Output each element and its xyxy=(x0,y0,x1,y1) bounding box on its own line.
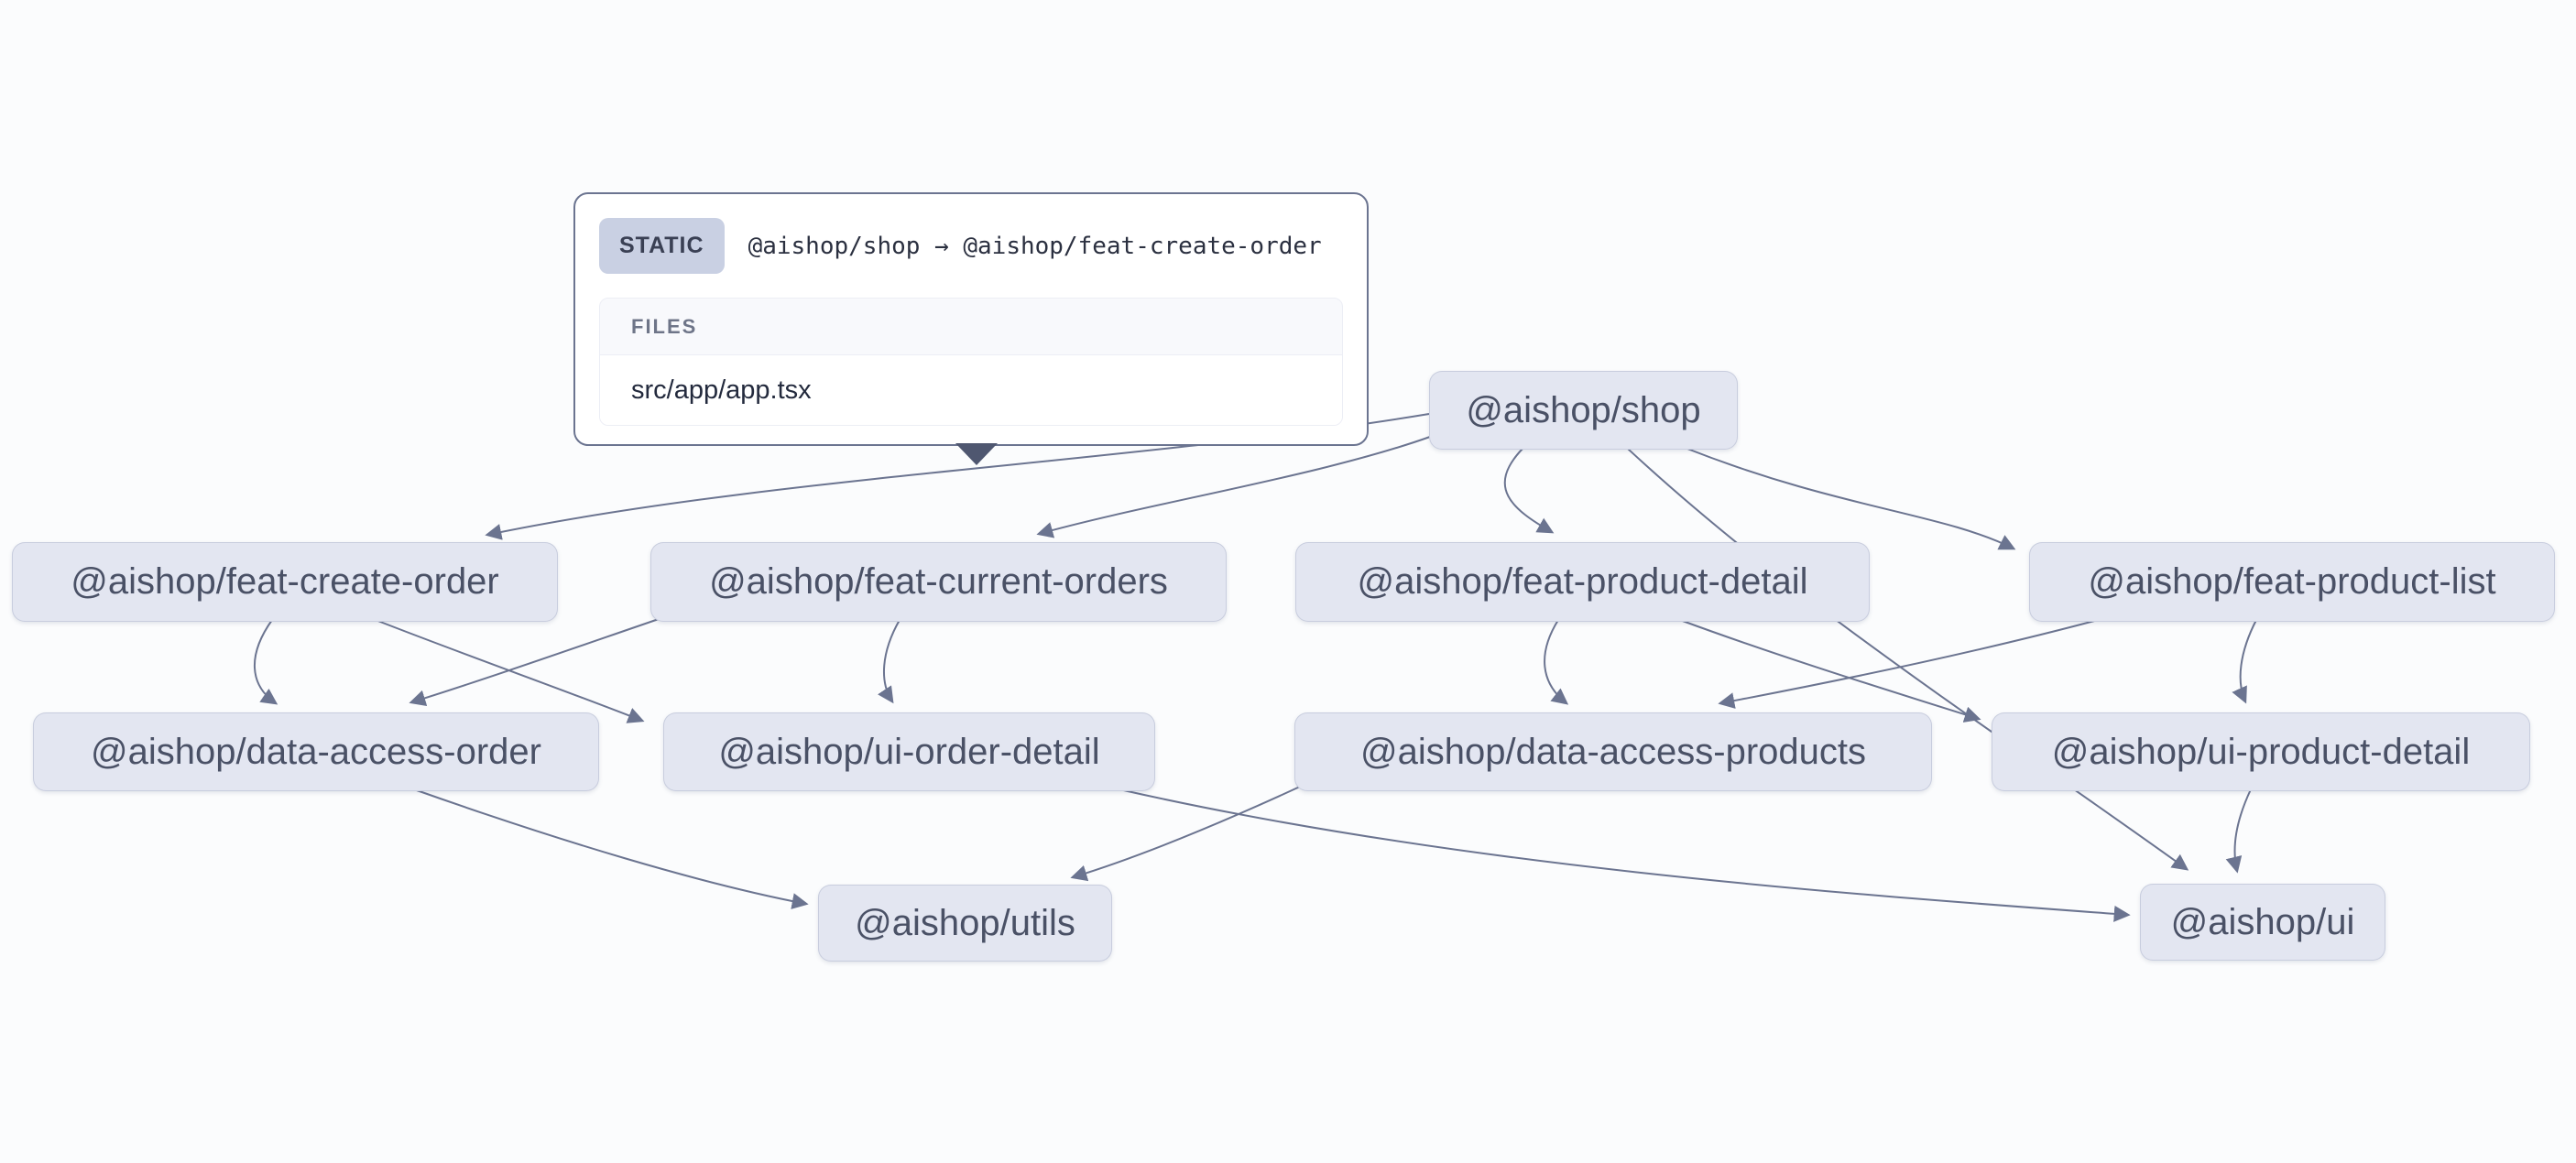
edge-feat-create-order-to-ui-order-detail[interactable] xyxy=(375,619,645,723)
node-ui[interactable]: @aishop/ui xyxy=(2140,884,2385,961)
node-shop[interactable]: @aishop/shop xyxy=(1429,371,1738,450)
node-ui-order-detail[interactable]: @aishop/ui-order-detail xyxy=(663,712,1155,791)
node-feat-product-list[interactable]: @aishop/feat-product-list xyxy=(2029,542,2555,622)
edge-relation-label: @aishop/shop → @aishop/feat-create-order xyxy=(748,232,1322,260)
edge-feat-create-order-to-data-access-order[interactable] xyxy=(253,619,278,705)
node-data-access-products[interactable]: @aishop/data-access-products xyxy=(1294,712,1932,791)
edge-shop-to-feat-product-detail[interactable] xyxy=(1503,448,1555,534)
edge-tooltip-header: STATIC @aishop/shop → @aishop/feat-creat… xyxy=(575,194,1367,274)
node-data-access-order[interactable]: @aishop/data-access-order xyxy=(33,712,599,791)
node-feat-product-detail[interactable]: @aishop/feat-product-detail xyxy=(1295,542,1870,622)
edge-feat-product-detail-to-ui-product-detail[interactable] xyxy=(1679,619,1981,723)
node-feat-current-orders[interactable]: @aishop/feat-current-orders xyxy=(650,542,1227,622)
node-ui-product-detail[interactable]: @aishop/ui-product-detail xyxy=(1992,712,2530,791)
edge-shop-to-feat-product-list[interactable] xyxy=(1686,448,2016,550)
edge-feat-product-detail-to-data-access-products[interactable] xyxy=(1544,619,1569,705)
edge-feat-current-orders-to-ui-order-detail[interactable] xyxy=(878,619,901,704)
edge-ui-product-detail-to-ui[interactable] xyxy=(2225,788,2252,874)
node-feat-create-order[interactable]: @aishop/feat-create-order xyxy=(12,542,558,622)
edge-data-access-order-to-utils[interactable] xyxy=(413,788,809,909)
files-panel-header: FILES xyxy=(600,299,1342,355)
edge-files-panel: FILES src/app/app.tsx xyxy=(599,298,1343,426)
edge-feat-product-list-to-ui-product-detail[interactable] xyxy=(2232,619,2257,704)
edge-feat-product-list-to-data-access-products[interactable] xyxy=(1718,619,2099,709)
edge-data-access-products-to-utils[interactable] xyxy=(1070,786,1301,882)
edge-shop-to-feat-current-orders[interactable] xyxy=(1036,436,1431,538)
node-utils[interactable]: @aishop/utils xyxy=(818,885,1112,962)
edge-ui-order-detail-to-ui[interactable] xyxy=(1119,788,2131,922)
tooltip-caret-icon xyxy=(955,443,998,465)
edge-type-badge: STATIC xyxy=(599,218,725,274)
edge-feat-current-orders-to-data-access-order[interactable] xyxy=(409,618,660,707)
file-path-row: src/app/app.tsx xyxy=(600,355,1342,425)
edge-tooltip: STATIC @aishop/shop → @aishop/feat-creat… xyxy=(573,192,1369,465)
edge-shop-to-ui[interactable] xyxy=(1627,448,2189,871)
